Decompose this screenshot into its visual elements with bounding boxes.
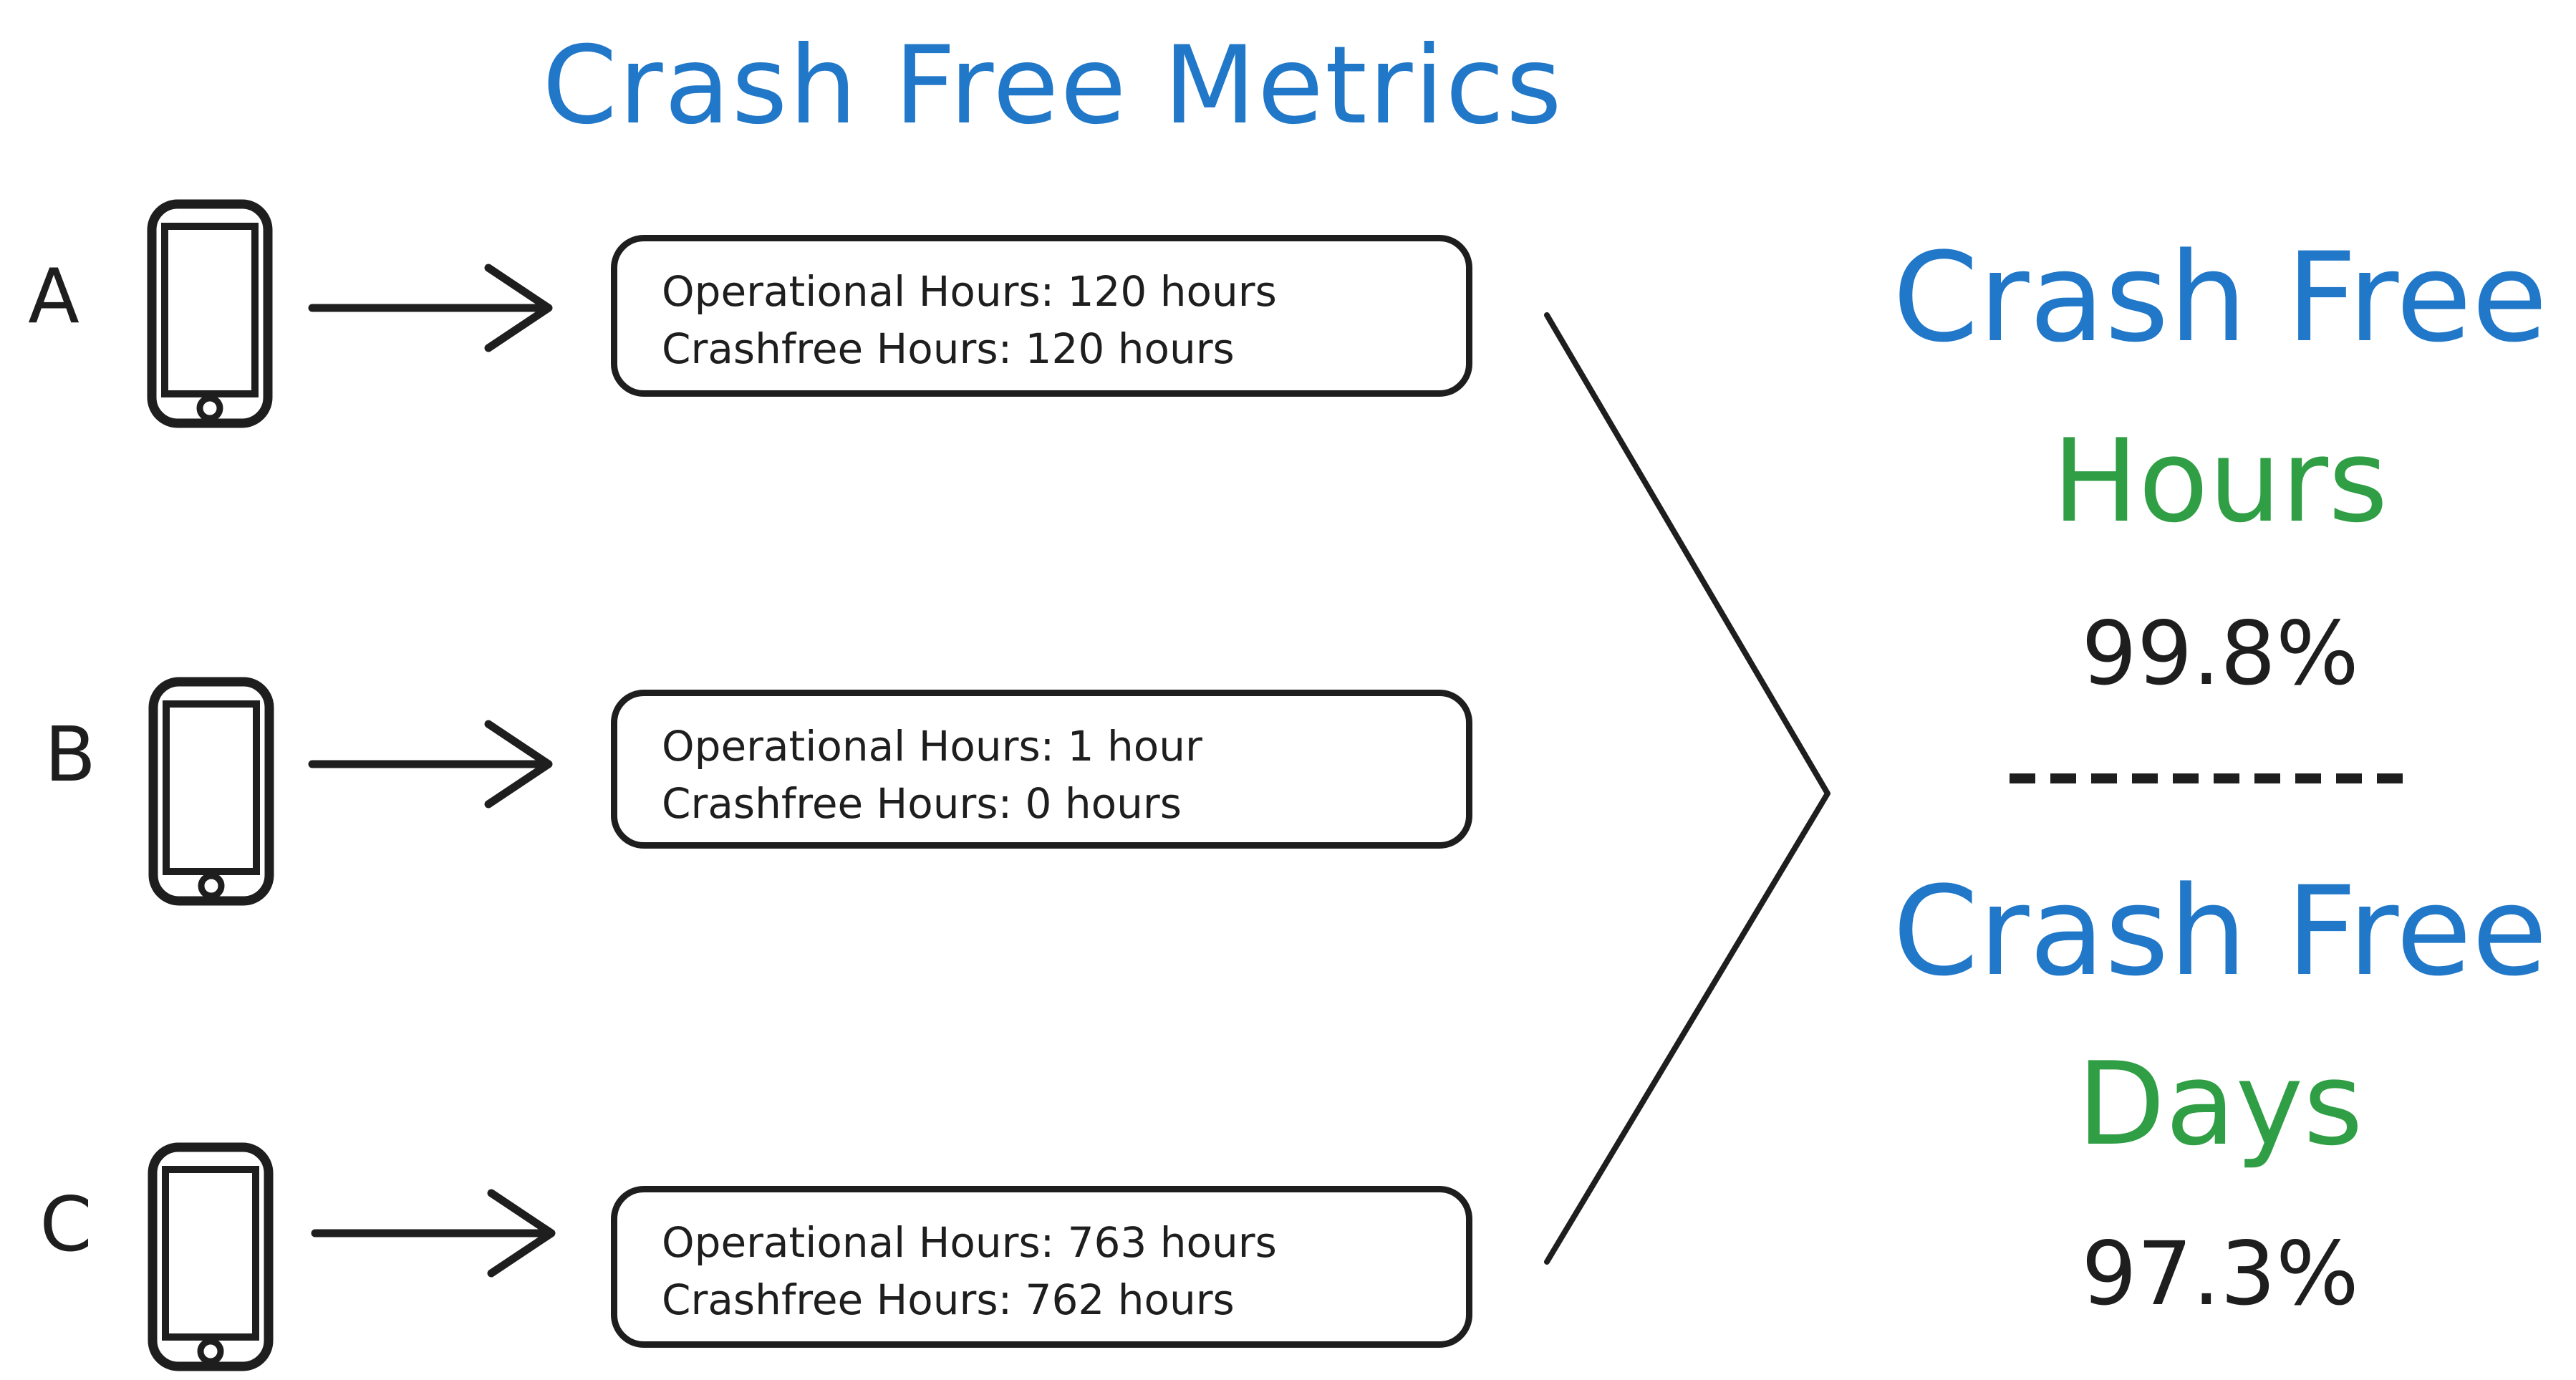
phone-icon	[148, 1142, 274, 1371]
device-c-info-box: Operational Hours: 763 hours Crashfree H…	[611, 1186, 1472, 1348]
crash-free-days-title: Crash Free	[1892, 859, 2548, 1003]
device-a-label: A	[28, 253, 79, 340]
device-b-label: B	[44, 711, 97, 798]
operational-hours-line: Operational Hours: 763 hours	[662, 1218, 1277, 1267]
page-title: Crash Free Metrics	[542, 24, 1563, 148]
crash-free-days-subtitle: Days	[2077, 1037, 2363, 1171]
dashed-divider	[2010, 773, 2409, 783]
crash-free-hours-subtitle: Hours	[2052, 414, 2388, 548]
device-c-label: C	[39, 1181, 92, 1268]
arrow-right-icon	[308, 264, 553, 352]
converge-chevron	[1544, 312, 1830, 1265]
phone-icon	[147, 199, 273, 428]
operational-hours-line: Operational Hours: 120 hours	[662, 267, 1277, 316]
crashfree-hours-line: Crashfree Hours: 762 hours	[662, 1275, 1235, 1324]
phone-icon	[148, 677, 274, 906]
arrow-right-icon	[308, 720, 553, 809]
arrow-right-icon	[311, 1189, 556, 1278]
device-b-info-box: Operational Hours: 1 hour Crashfree Hour…	[611, 690, 1472, 849]
crash-free-hours-value: 99.8%	[2081, 603, 2359, 705]
crash-free-hours-title: Crash Free	[1892, 226, 2548, 370]
device-a-info-box: Operational Hours: 120 hours Crashfree H…	[611, 235, 1472, 397]
crashfree-hours-line: Crashfree Hours: 0 hours	[662, 779, 1182, 828]
operational-hours-line: Operational Hours: 1 hour	[662, 722, 1202, 771]
crashfree-hours-line: Crashfree Hours: 120 hours	[662, 324, 1235, 373]
crash-free-days-value: 97.3%	[2081, 1223, 2359, 1325]
